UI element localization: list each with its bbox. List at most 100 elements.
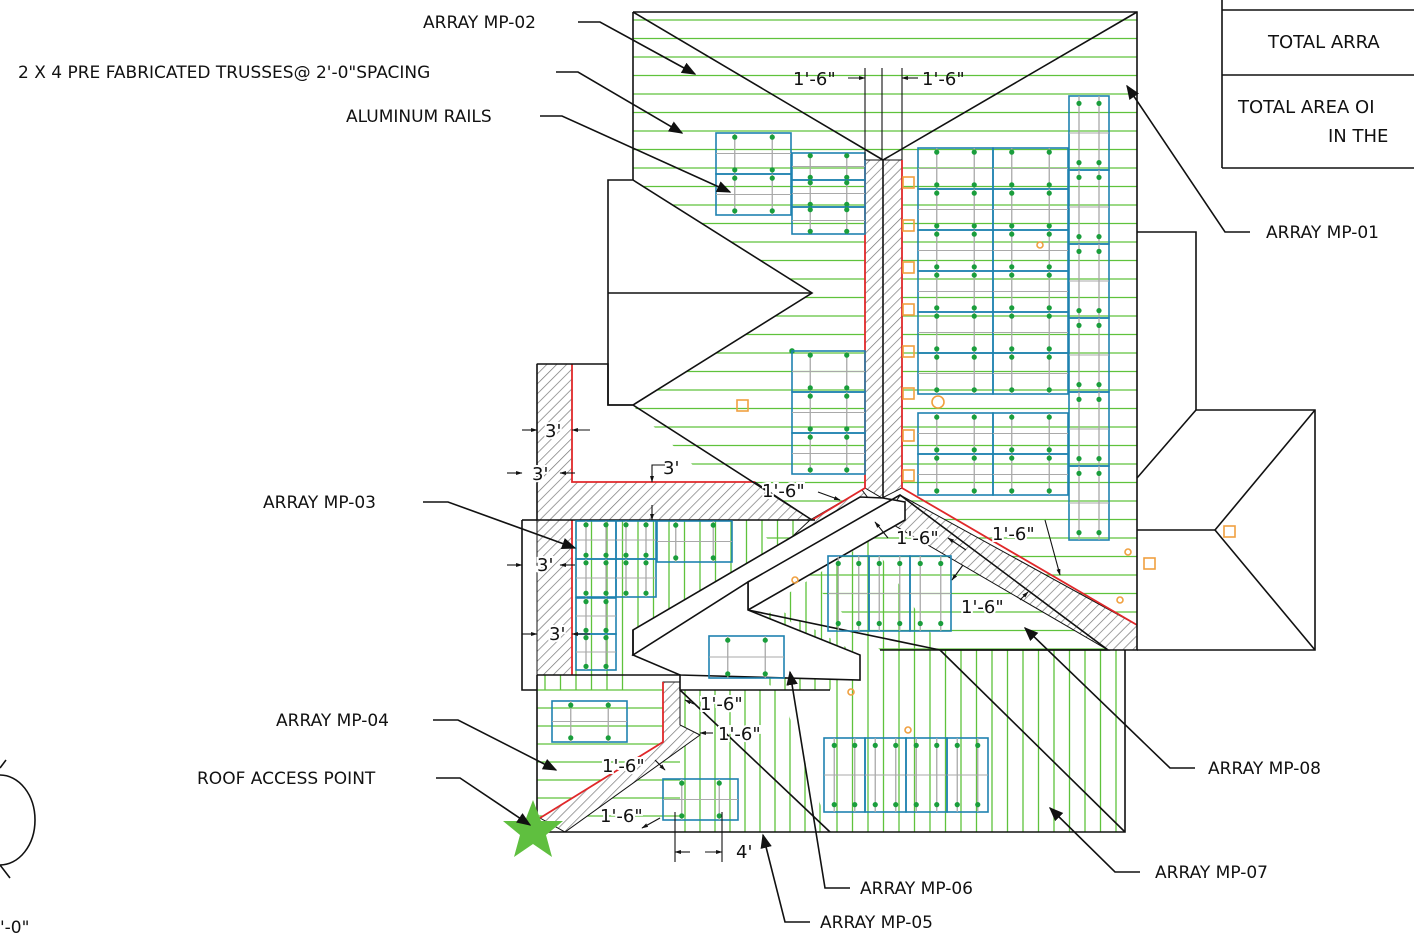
- roof-obstructions: [736, 176, 1236, 734]
- attachment-point: [605, 702, 611, 708]
- callout-array-mp05: ARRAY MP-05: [820, 913, 933, 933]
- attachment-point: [1096, 100, 1102, 106]
- roof-outlines: [521, 11, 1316, 833]
- attachment-point: [1009, 272, 1015, 278]
- dim-ridge-right: 1'-6": [922, 69, 965, 90]
- attachment-point: [583, 522, 589, 528]
- attachment-point: [934, 742, 940, 749]
- attachment-point: [1009, 455, 1015, 461]
- attachment-point: [1096, 470, 1102, 476]
- attachment-point: [1076, 160, 1082, 166]
- attachment-point: [1046, 223, 1052, 229]
- attachment-point: [954, 742, 960, 749]
- attachment-point: [893, 802, 899, 808]
- dim-4ft: 4': [736, 842, 752, 863]
- dim-3ft-a: 3': [545, 421, 561, 442]
- attachment-point: [971, 272, 977, 278]
- attachment-point: [893, 742, 899, 749]
- attachment-point: [975, 802, 981, 808]
- callout-aluminum-rails: ALUMINUM RAILS: [346, 107, 492, 127]
- solar-module-group: [715, 132, 792, 216]
- north-arrow-icon: [0, 759, 36, 879]
- attachment-point: [807, 467, 813, 473]
- solar-module-group: [917, 412, 1069, 496]
- attachment-point: [769, 175, 775, 181]
- table-row-total-area-line2: IN THE: [1328, 126, 1388, 147]
- dim-setback-3: 1'-6": [602, 756, 645, 777]
- solar-modules: [551, 95, 1110, 821]
- attachment-point: [603, 560, 609, 566]
- solar-module-group: [823, 737, 989, 813]
- attachment-point: [934, 149, 940, 155]
- attachment-point: [971, 190, 977, 196]
- attachment-point: [583, 560, 589, 566]
- callout-leaders: [423, 21, 1250, 923]
- attachment-point: [673, 555, 679, 561]
- truss-lines-mp07: [789, 540, 1117, 832]
- attachment-point: [938, 620, 944, 627]
- attachment-point: [954, 802, 960, 808]
- attachment-point: [971, 305, 977, 311]
- attachment-point: [643, 560, 649, 566]
- attachment-point: [876, 620, 882, 627]
- attachment-point: [844, 393, 850, 399]
- attachment-point: [1009, 264, 1015, 270]
- attachment-point: [856, 560, 862, 567]
- attachment-point: [583, 635, 589, 641]
- solar-module-group: [827, 555, 952, 632]
- dim-valley-4: 1'-6": [961, 597, 1004, 618]
- attachment-point: [623, 560, 629, 566]
- attachment-point: [1096, 234, 1102, 240]
- attachment-point: [807, 153, 813, 159]
- attachment-point: [769, 208, 775, 214]
- attachment-point: [856, 620, 862, 627]
- attachment-point: [1096, 174, 1102, 180]
- attachment-point: [897, 560, 903, 567]
- attachment-point: [1096, 530, 1102, 536]
- callout-array-mp07: ARRAY MP-07: [1155, 863, 1268, 883]
- solar-module-group: [575, 597, 617, 671]
- attachment-point: [934, 346, 940, 352]
- solar-module-group: [551, 700, 628, 743]
- attachment-point: [934, 305, 940, 311]
- attachment-point: [769, 167, 775, 173]
- attachment-point: [1046, 305, 1052, 311]
- attachment-point: [623, 552, 629, 558]
- table-row-total-array: TOTAL ARRA: [1267, 32, 1380, 53]
- attachment-point: [1009, 447, 1015, 453]
- attachment-point: [807, 207, 813, 213]
- attachment-point: [1009, 488, 1015, 494]
- attachment-point: [725, 671, 731, 677]
- attachment-point: [844, 153, 850, 159]
- callout-roof-access-point: ROOF ACCESS POINT: [197, 769, 376, 789]
- dimension-lines: [507, 68, 1061, 862]
- attachment-point: [603, 522, 609, 528]
- attachment-point: [844, 434, 850, 440]
- attachment-point: [807, 174, 813, 180]
- attachment-point: [1096, 322, 1102, 328]
- attachment-point: [1046, 455, 1052, 461]
- attachment-point: [971, 231, 977, 237]
- attachment-point: [971, 455, 977, 461]
- roof-access-star-icon: [503, 800, 563, 857]
- attachment-point: [1009, 149, 1015, 155]
- attachment-point: [971, 346, 977, 352]
- attachment-point: [975, 742, 981, 749]
- attachment-point: [844, 228, 850, 234]
- attachment-point: [872, 802, 878, 808]
- attachment-point: [934, 354, 940, 360]
- attachment-point: [710, 522, 716, 528]
- solar-module-group: [662, 778, 739, 821]
- attachment-point: [1046, 346, 1052, 352]
- attachment-point: [831, 742, 837, 749]
- attachment-point: [568, 702, 574, 708]
- solar-module-group: [656, 520, 733, 563]
- attachment-point: [1009, 354, 1015, 360]
- attachment-point: [1046, 190, 1052, 196]
- attachment-point: [762, 671, 768, 677]
- solar-module-group: [791, 152, 866, 235]
- attachment-point: [583, 590, 589, 596]
- attachment-point: [732, 208, 738, 214]
- solar-module-group: [917, 229, 1069, 395]
